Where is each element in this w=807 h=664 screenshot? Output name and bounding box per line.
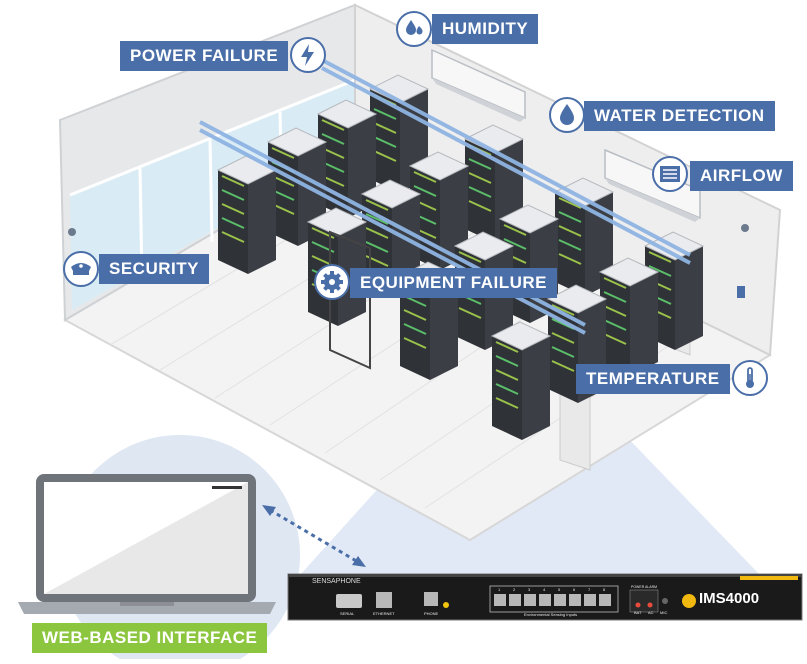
laptop (18, 474, 276, 614)
server-rack (598, 257, 660, 376)
airflow-arrows-icon (652, 156, 688, 192)
gear-icon (314, 264, 350, 300)
security-label: SECURITY (99, 254, 209, 284)
mic-label: MIC (660, 610, 668, 615)
ac-unit-upper (431, 48, 526, 122)
sensor-input-port (494, 594, 506, 606)
device-model: IMS4000 (699, 590, 760, 607)
device-corner-tag (740, 576, 798, 580)
wall-sensor (737, 286, 745, 298)
phone-led (443, 602, 449, 608)
lightning-bolt-icon (290, 37, 326, 73)
water-detection-label: WATER DETECTION (584, 101, 775, 131)
server-rack (316, 99, 378, 218)
police-cap-icon (63, 251, 99, 287)
sensor-input-number: 1 (498, 587, 501, 592)
water-detection-text: WATER DETECTION (594, 106, 765, 125)
ethernet-port (376, 592, 392, 608)
sensor-input-port (524, 594, 536, 606)
sensor-input-port (554, 594, 566, 606)
phone-label: PHONE (424, 611, 439, 616)
server-rack (490, 321, 552, 440)
sensor-input-port (539, 594, 551, 606)
temperature-label: TEMPERATURE (576, 364, 730, 394)
sensor-input-port (584, 594, 596, 606)
room-door (329, 230, 371, 370)
serial-label: SERIAL (340, 611, 355, 616)
sensor-input-port (509, 594, 521, 606)
sensor-input-number: 6 (573, 587, 576, 592)
sensor-input-port (599, 594, 611, 606)
sensor-input-port (569, 594, 581, 606)
web-interface-label: WEB-BASED INTERFACE (32, 623, 268, 653)
thermometer-icon (732, 360, 768, 396)
connection-arrow (262, 505, 366, 567)
power-alarm-label: POWER ALARM (631, 585, 658, 589)
web-interface-text: WEB-BASED INTERFACE (42, 628, 258, 647)
bat-label: BAT (634, 610, 642, 615)
sensor-input-number: 5 (558, 587, 561, 592)
sensor-input-number: 7 (588, 587, 591, 592)
equipment-failure-label: EQUIPMENT FAILURE (350, 268, 558, 298)
ac-label: AC (648, 610, 654, 615)
sensor-input-number: 4 (543, 587, 546, 592)
camera-right (741, 224, 749, 232)
water-drop-icon (549, 97, 585, 133)
ims4000-device (287, 573, 803, 621)
sensor-input-number: 2 (513, 587, 516, 592)
phone-port (424, 592, 438, 606)
sensor-input-number: 3 (528, 587, 531, 592)
ethernet-label: ETHERNET (373, 611, 395, 616)
ims-logo-mark (682, 594, 696, 608)
power-failure-text: POWER FAILURE (130, 46, 279, 65)
serial-port (336, 594, 362, 608)
camera-left (68, 228, 76, 236)
sensor-input-number: 8 (603, 587, 606, 592)
security-text: SECURITY (109, 259, 199, 278)
device-brand: SENSAPHONE (312, 578, 361, 585)
mic-hole (662, 598, 668, 604)
power-failure-label: POWER FAILURE (120, 41, 289, 71)
airflow-label: AIRFLOW (690, 161, 793, 191)
humidity-label: HUMIDITY (432, 14, 539, 44)
server-rack (216, 155, 278, 274)
sensor-ports (494, 594, 611, 606)
humidity-text: HUMIDITY (442, 19, 529, 38)
airflow-text: AIRFLOW (700, 166, 783, 185)
sensing-inputs-label: Environmental Sensing Inputs (524, 612, 578, 617)
ac-led (647, 602, 653, 608)
temperature-text: TEMPERATURE (586, 369, 720, 388)
humidity-icon (396, 11, 432, 47)
bat-led (635, 602, 641, 608)
equipment-failure-text: EQUIPMENT FAILURE (360, 273, 548, 292)
